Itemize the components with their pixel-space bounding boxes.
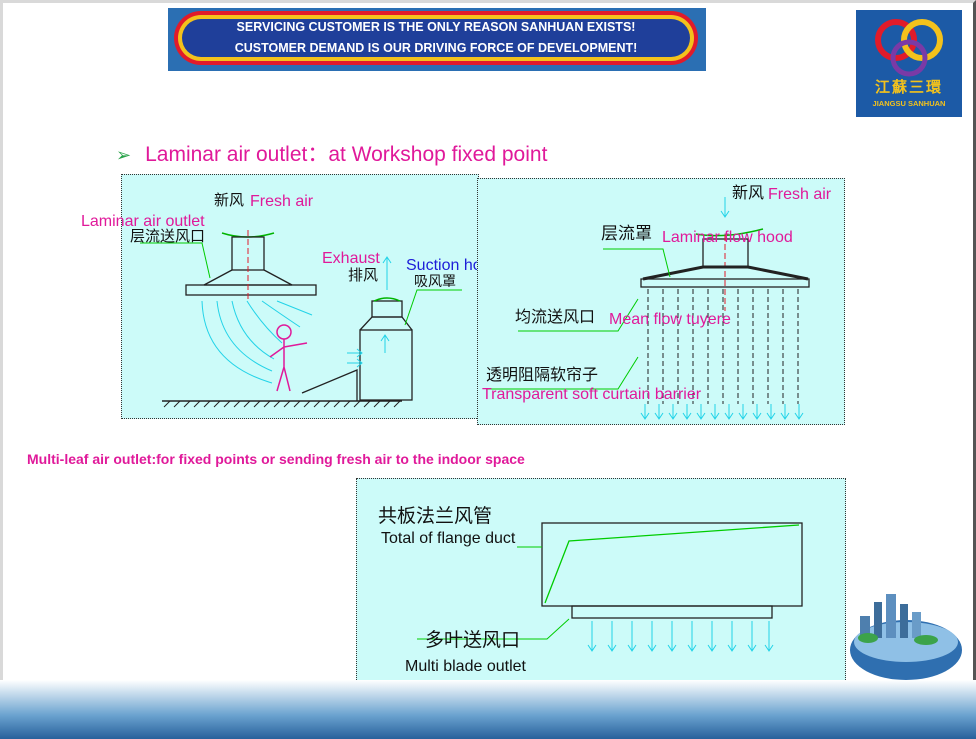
d2-mean-flow-en: Mean flow tuyere: [609, 311, 731, 328]
d1-suction-hood-en: Suction hood: [406, 257, 500, 274]
laminar-hood-drawing: [486, 197, 810, 420]
d3-duct-en: Total of flange duct: [381, 530, 516, 547]
d2-hood-en: Laminar flow hood: [662, 229, 793, 246]
d3-outlet-cn: 多叶送风口: [425, 629, 521, 651]
d1-laminar-outlet-cn: 层流送风口: [130, 227, 206, 245]
slogan-banner: SERVICING CUSTOMER IS THE ONLY REASON SA…: [168, 8, 706, 71]
logo-english-name: JIANGSU SANHUAN: [872, 99, 946, 108]
rings-logo-icon: [875, 19, 943, 77]
bullet-arrow-icon: ➢: [116, 145, 132, 165]
section-heading-text: Laminar air outlet：at Workshop fixed poi…: [145, 143, 548, 166]
d2-curtain-cn: 透明阻隔软帘子: [486, 365, 599, 384]
slogan-line-2: CUSTOMER DEMAND IS OUR DRIVING FORCE OF …: [234, 41, 638, 55]
d3-outlet-en: Multi blade outlet: [405, 658, 526, 675]
d2-fresh-air-en: Fresh air: [768, 186, 832, 203]
d1-laminar-outlet-en: Laminar air outlet: [81, 213, 205, 230]
d2-hood-cn: 层流罩: [601, 224, 652, 244]
logo-chinese-name: 江蘇三環: [874, 78, 943, 96]
d2-curtain-en: Transparent soft curtain barrier: [482, 386, 702, 403]
d1-fresh-air-cn: 新风: [214, 191, 245, 209]
d1-suction-hood-cn: 吸风罩: [414, 274, 456, 290]
multi-blade-drawing: [417, 522, 803, 652]
d3-duct-cn: 共板法兰风管: [378, 505, 493, 527]
slogan-line-1: SERVICING CUSTOMER IS THE ONLY REASON SA…: [236, 20, 636, 34]
d1-fresh-air-en: Fresh air: [250, 193, 314, 210]
laminar-outlet-drawing: [140, 230, 462, 408]
footer-band: [0, 680, 976, 739]
multi-leaf-title: Multi-leaf air outlet:for fixed points o…: [27, 451, 525, 467]
d2-fresh-air-cn: 新风: [732, 183, 765, 202]
d2-mean-flow-cn: 均流送风口: [515, 307, 596, 326]
d1-exhaust-en: Exhaust: [322, 250, 380, 267]
diagram-laminar-hood: 新风 Fresh air 层流罩 Laminar flow hood 均流送风口…: [477, 178, 845, 425]
diagram-multi-blade: 共板法兰风管 Total of flange duct 多叶送风口 Multi …: [356, 478, 846, 684]
section-heading: ➢ Laminar air outlet：at Workshop fixed po…: [116, 138, 547, 168]
city-globe-icon: [850, 594, 962, 680]
d1-exhaust-cn: 排风: [348, 266, 379, 284]
diagram-laminar-outlet: 新风 Fresh air 层流送风口 Exhaust 排风 Suction ho…: [121, 174, 499, 419]
company-logo: 江蘇三環 JIANGSU SANHUAN: [856, 10, 962, 117]
